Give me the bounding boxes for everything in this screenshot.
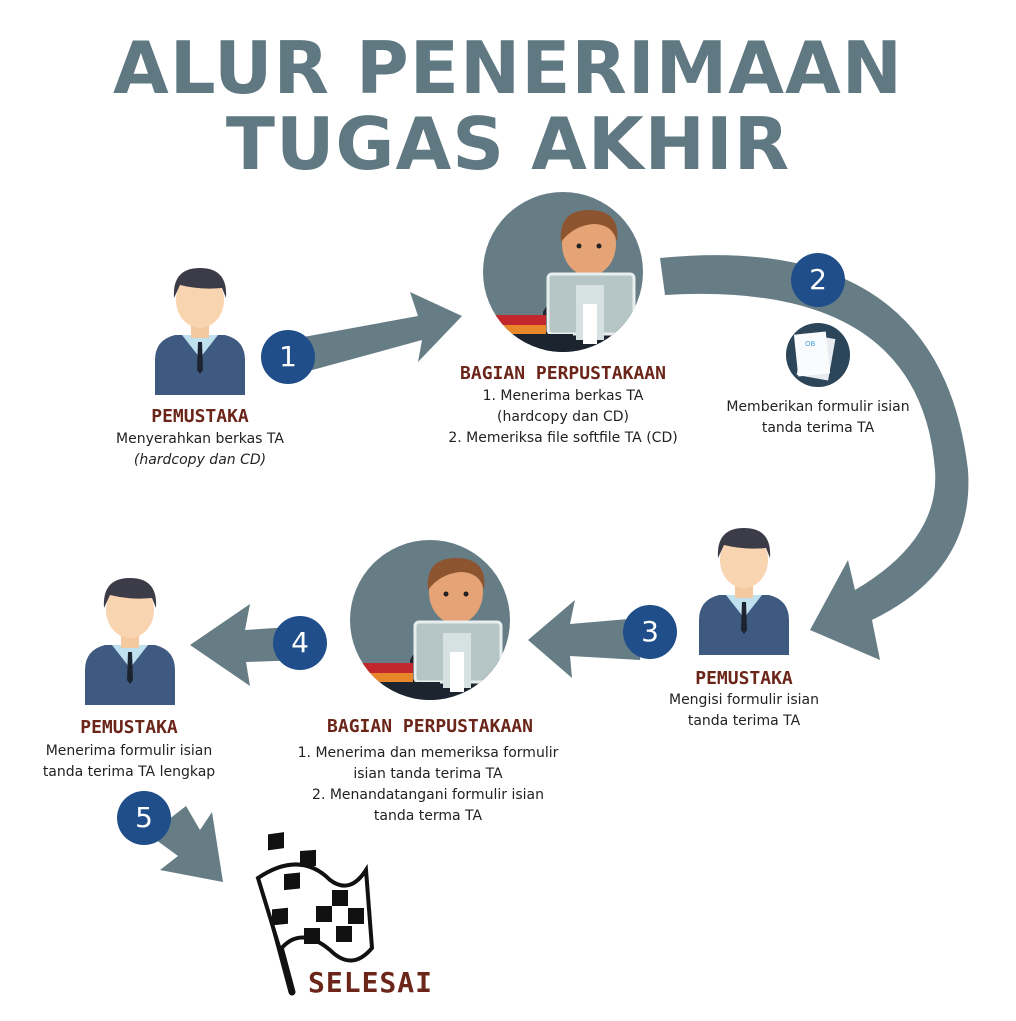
actor-label-librarian-1: BAGIAN PERPUSTAKAAN <box>460 363 666 384</box>
actor-label-3: PEMUSTAKA <box>695 668 793 689</box>
librarian-icon-2 <box>350 540 510 702</box>
step-badge-2: 2 <box>791 253 845 307</box>
desc-line: 2. Menandatangani formulir isian <box>312 787 544 803</box>
desc-line: (hardcopy dan CD) <box>133 452 267 468</box>
desc-line: Mengisi formulir isian <box>668 692 820 708</box>
actor-label-1: PEMUSTAKA <box>151 406 249 427</box>
actor-label-5: PEMUSTAKA <box>80 717 178 738</box>
desc-line: tanda terima TA lengkap <box>42 764 216 780</box>
step-badge-4: 4 <box>273 616 327 670</box>
librarian-icon-1 <box>483 192 643 354</box>
step-badge-3: 3 <box>623 605 677 659</box>
step-5-description: Menerima formulir isian tanda terima TA … <box>43 741 215 783</box>
arrow-step-2 <box>660 255 969 660</box>
desc-line: 2. Memeriksa file softfile TA (CD) <box>448 430 678 446</box>
desc-line: tanda terma TA <box>373 808 483 824</box>
checkered-flag-icon <box>255 832 375 996</box>
step-4-description: 1. Menerima dan memeriksa formulir isian… <box>298 743 559 827</box>
desc-line: 1. Menerima dan memeriksa formulir <box>297 745 559 761</box>
step-badge-1: 1 <box>261 330 315 384</box>
desc-line: tanda terima TA <box>761 420 875 436</box>
arrow-step-4 <box>190 604 305 686</box>
actor-label-librarian-2: BAGIAN PERPUSTAKAAN <box>327 716 533 737</box>
desc-line: isian tanda terima TA <box>353 766 503 782</box>
desc-line: 1. Menerima berkas TA <box>482 388 644 404</box>
arrow-step-3 <box>528 600 640 678</box>
title-line-1: ALUR PENERIMAAN <box>113 26 903 110</box>
form-icon: OB <box>786 323 850 387</box>
svg-text:OB: OB <box>805 340 816 348</box>
step-badge-5: 5 <box>117 791 171 845</box>
librarian-1-description: 1. Menerima berkas TA (hardcopy dan CD) … <box>448 386 677 449</box>
desc-line: Memberikan formulir isian <box>726 399 910 415</box>
person-icon-pemustaka-3 <box>699 528 789 655</box>
desc-line: Menerima formulir isian <box>45 743 213 759</box>
person-icon-pemustaka-5 <box>85 578 175 705</box>
step-1-description: Menyerahkan berkas TA (hardcopy dan CD) <box>116 429 284 471</box>
desc-line: Menyerahkan berkas TA <box>116 431 284 447</box>
step-3-description: Mengisi formulir isian tanda terima TA <box>669 690 819 732</box>
arrow-step-1 <box>298 292 462 372</box>
desc-line: tanda terima TA <box>687 713 801 729</box>
step-2-description: Memberikan formulir isian tanda terima T… <box>726 397 909 439</box>
desc-line: (hardcopy dan CD) <box>496 409 629 425</box>
person-icon-pemustaka-1 <box>155 268 245 395</box>
title-line-2: TUGAS AKHIR <box>225 102 791 186</box>
finish-label: SELESAI <box>308 966 434 999</box>
arrows <box>148 255 969 882</box>
